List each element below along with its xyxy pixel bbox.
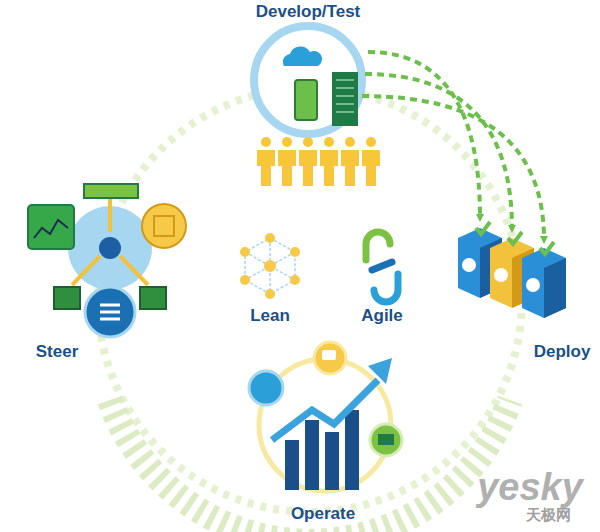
team-icons	[257, 137, 380, 186]
stage-node: Deploy	[450, 210, 595, 365]
label-wrap: Develop/Test	[256, 2, 361, 22]
method-label: Agile	[361, 306, 403, 326]
stage-node: Steer	[15, 178, 190, 368]
stage-title: Deploy	[534, 342, 591, 362]
steer-icons	[28, 184, 186, 337]
stage-title: Steer	[36, 342, 79, 362]
deploy-servers	[458, 222, 566, 318]
stage-title: Develop/Test	[256, 2, 361, 22]
cycle-ring	[98, 88, 522, 512]
develop-ring	[254, 26, 362, 134]
stage-title: Operate	[291, 504, 355, 524]
operate-icons	[249, 342, 402, 491]
cloud-icon	[283, 46, 322, 66]
stage-node: Operate	[240, 338, 410, 530]
method-label: Lean	[250, 306, 290, 326]
label-wrap: Operate	[291, 504, 355, 524]
label-wrap: Steer	[36, 342, 79, 362]
lean-dots	[240, 233, 300, 299]
label-wrap: Deploy	[534, 342, 591, 362]
stage-node: Develop/Test	[250, 0, 370, 192]
phone-icon	[295, 80, 317, 120]
watermark: 天极网	[526, 506, 571, 525]
server-icon	[332, 72, 358, 126]
cycle-ring-bottom	[110, 400, 510, 532]
watermark: yesky	[477, 466, 583, 509]
deploy-arrow	[362, 52, 544, 240]
agile-icon	[366, 232, 398, 302]
lean-icon	[245, 238, 295, 294]
